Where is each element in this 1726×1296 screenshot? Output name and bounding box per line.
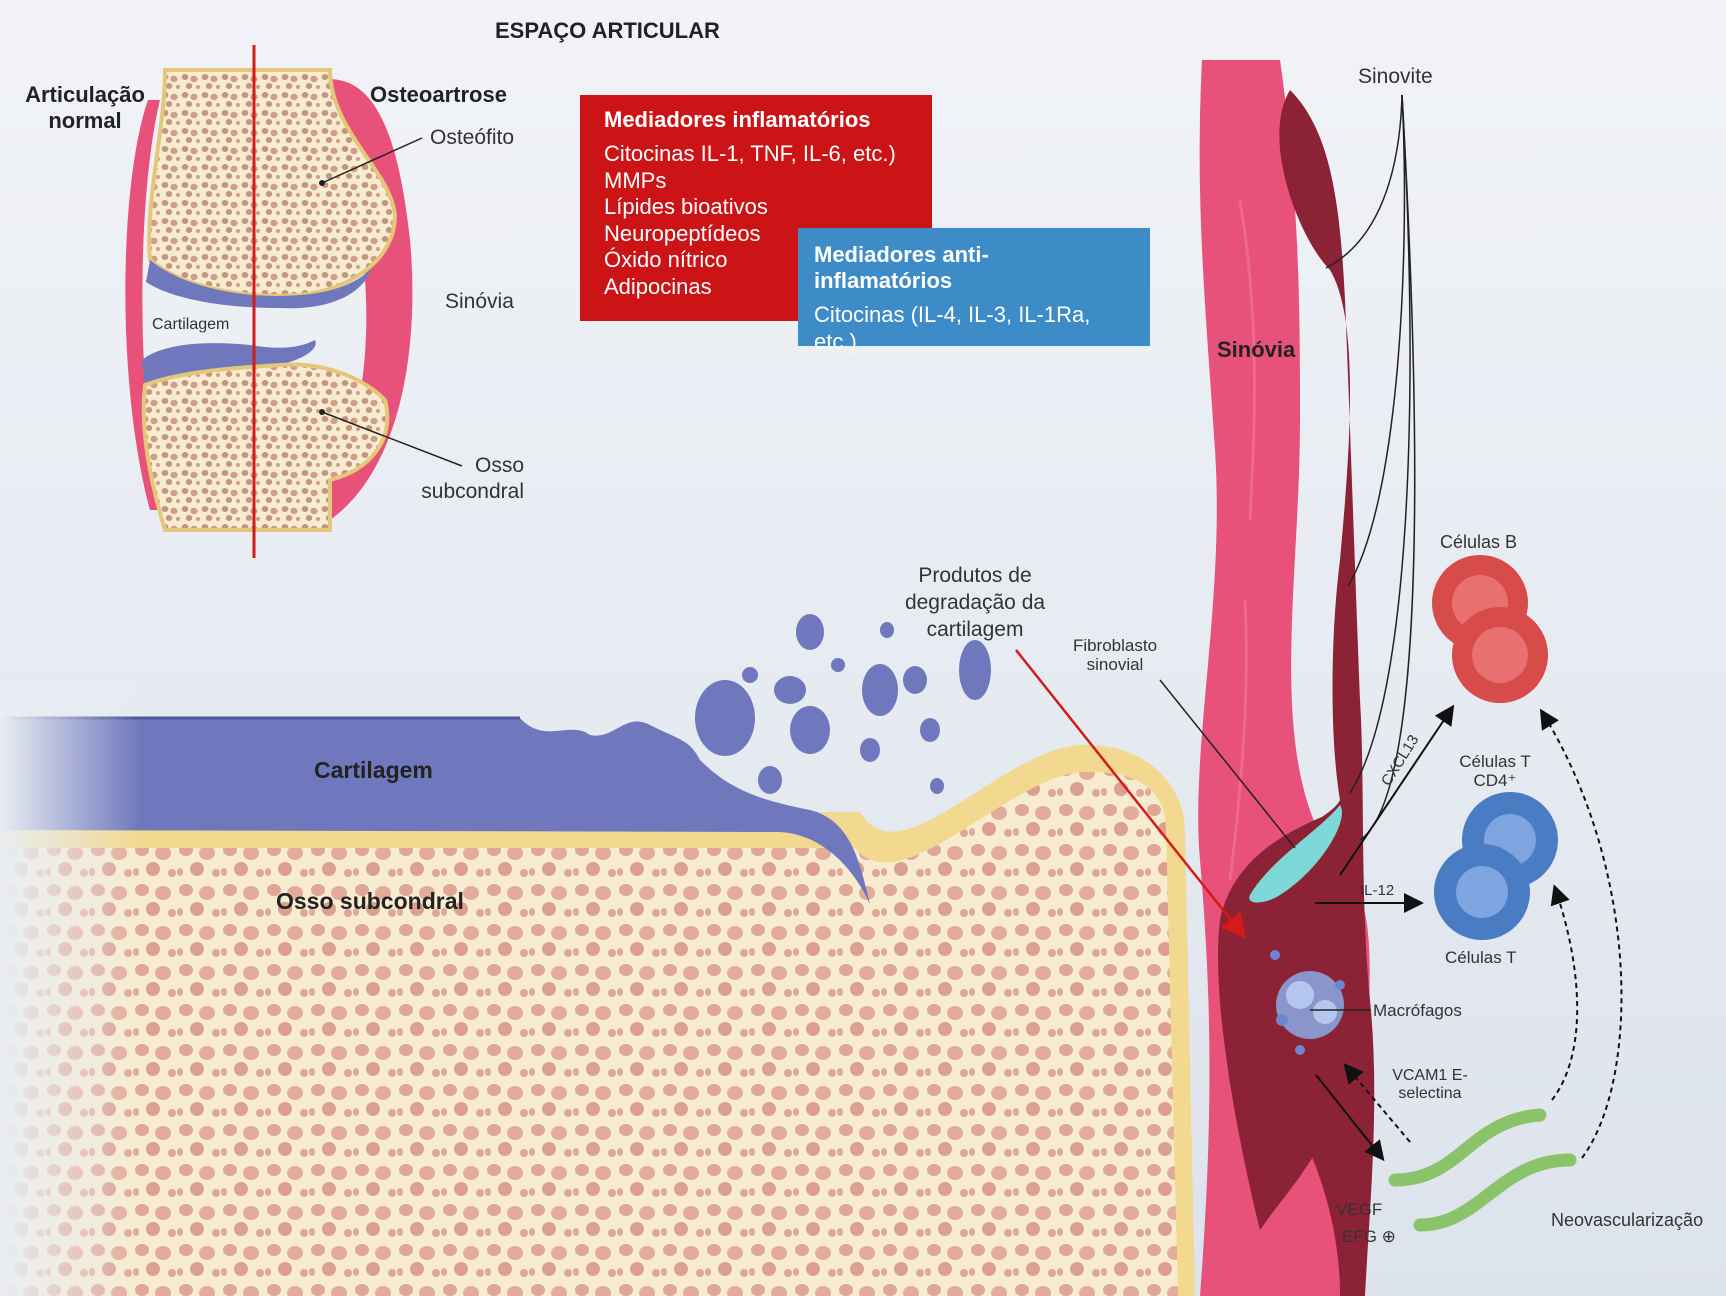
inflammatory-title: Mediadores inflamatórios xyxy=(604,107,908,133)
t-cd4-cells-label: Células T CD4⁺ xyxy=(1455,752,1535,790)
main-bone xyxy=(0,680,1195,1296)
inset-bone-label: Osso subcondral xyxy=(400,453,524,505)
sinovite-label: Sinovite xyxy=(1358,65,1433,89)
vcam-label: VCAM1 E-selectina xyxy=(1380,1067,1480,1103)
synovium-label: Sinóvia xyxy=(1217,337,1295,363)
anti-inflammatory-title: Mediadores anti-inflamatórios xyxy=(814,242,1044,294)
inflammatory-item: Lípides bioativos xyxy=(604,194,908,221)
il12-label: IL-12 xyxy=(1360,882,1394,899)
cartilage-label: Cartilagem xyxy=(314,757,433,784)
macrophages-label: Macrófagos xyxy=(1373,1001,1462,1021)
osteophyte-label: Osteófito xyxy=(430,126,514,150)
degradation-products-label: Produtos de degradação da cartilagem xyxy=(880,562,1070,643)
vegf-label: VEGF xyxy=(1336,1200,1382,1220)
inflammatory-item: MMPs xyxy=(604,168,908,195)
efg-label: EFG ⊕ xyxy=(1342,1227,1396,1247)
neovascularization-label: Neovascularização xyxy=(1551,1210,1703,1231)
b-cells-label: Células B xyxy=(1440,532,1517,553)
normal-joint-label: Articulação normal xyxy=(10,82,160,134)
anti-inflammatory-item: Citocinas (IL-4, IL-3, IL-1Ra, etc.) xyxy=(814,302,1134,355)
joint-space-title: ESPAÇO ARTICULAR xyxy=(495,18,720,44)
fibroblast-label: Fibroblasto sinovial xyxy=(1055,636,1175,674)
inset-synovium-label: Sinóvia xyxy=(445,290,514,314)
inset-cartilage-label: Cartilagem xyxy=(152,316,229,334)
t-cells-label: Células T xyxy=(1445,948,1517,968)
inflammatory-item: Citocinas IL-1, TNF, IL-6, etc.) xyxy=(604,141,908,168)
subchondral-bone-label: Osso subcondral xyxy=(276,888,464,915)
osteoarthritis-label: Osteoartrose xyxy=(370,82,507,108)
anti-inflammatory-mediators-box: Mediadores anti-inflamatórios Citocinas … xyxy=(798,228,1150,346)
